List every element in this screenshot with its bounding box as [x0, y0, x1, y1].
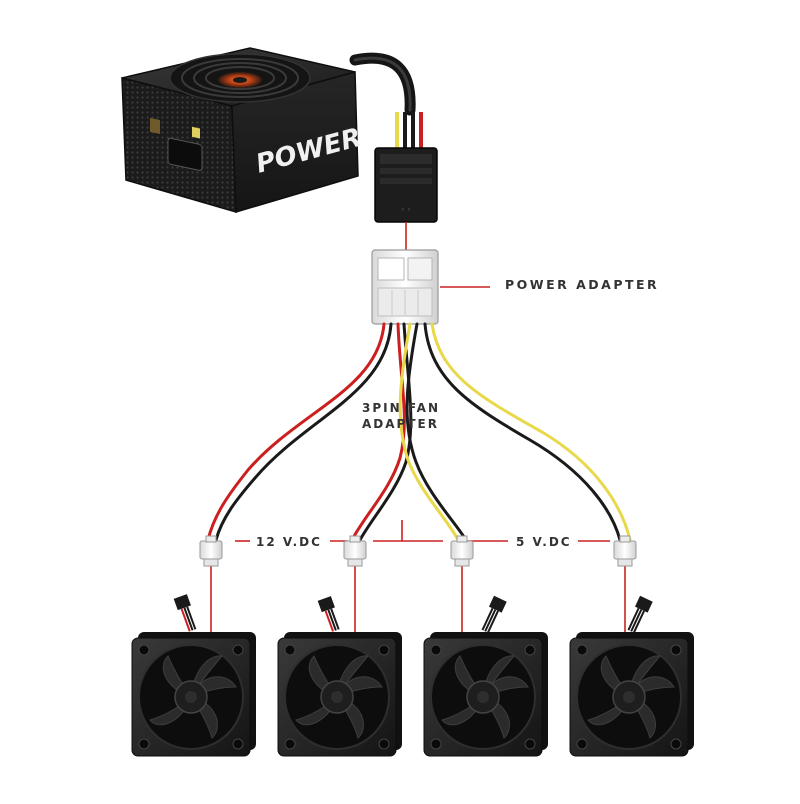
psu-molex-connector: ◦ ◦: [374, 147, 438, 223]
voltage-5v-label: 5 V.DC: [516, 535, 572, 549]
leader-lines: [210, 222, 626, 640]
fan-2-icon: [277, 631, 403, 757]
wire-black-fan1: [214, 322, 393, 542]
fan-adapter-label-line2: ADAPTER: [362, 417, 439, 431]
wire-harness: [206, 322, 632, 542]
ac-inlet-icon: [167, 137, 203, 171]
fan-plug-4: [613, 535, 637, 567]
wire-yellow-fan3: [398, 322, 460, 542]
fan-leads: [173, 594, 653, 634]
wire-black-fan4: [423, 322, 622, 542]
fan-plug-1: [199, 535, 223, 567]
fan-3-icon: [423, 631, 549, 757]
psu-cable: [349, 52, 423, 150]
fan-adapter-label-line1: 3PIN FAN: [362, 401, 440, 415]
fan-plug-3: [450, 535, 474, 567]
fan-4-icon: [569, 631, 695, 757]
power-adapter-connector: [371, 249, 439, 325]
wire-red-fan1: [206, 322, 386, 542]
wire-black-fan2: [358, 322, 413, 542]
fan-1-icon: [131, 631, 257, 757]
wire-yellow-fan4: [430, 322, 632, 542]
voltage-12v-label: 12 V.DC: [256, 535, 322, 549]
wire-red-fan2: [350, 322, 406, 542]
fan-plug-2: [343, 535, 367, 567]
wire-black-fan3: [405, 322, 468, 542]
svg-text:◦ ◦: ◦ ◦: [401, 206, 411, 214]
power-adapter-label: POWER ADAPTER: [505, 277, 660, 292]
power-supply-unit: POWER: [121, 47, 365, 214]
